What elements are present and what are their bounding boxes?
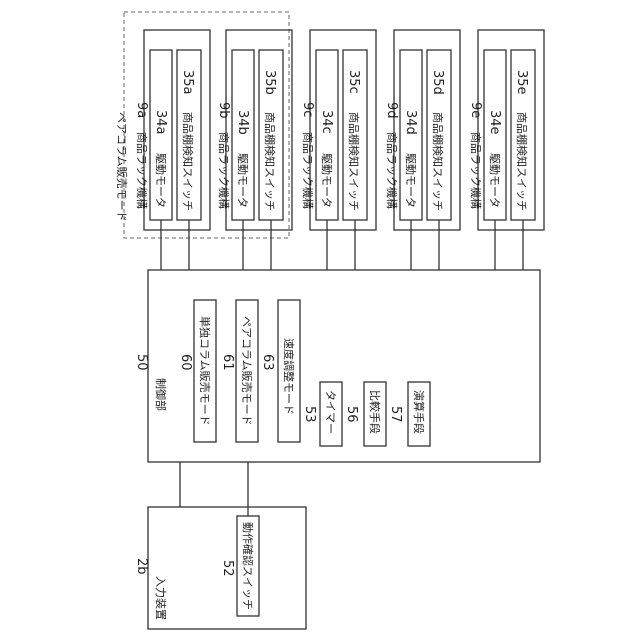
rack-9c: 商品ラック機構 9c 駆動モータ 34c 商品棚検知スイッチ 35c — [300, 30, 376, 230]
calc-means-num: 57 — [388, 406, 403, 423]
drive-motor-num: 34e — [487, 110, 502, 135]
input-device-label: 入力装置 — [154, 576, 167, 620]
timer-num: 53 — [302, 406, 317, 423]
shelf-detect-switch-num: 35b — [262, 70, 277, 95]
drive-motor-num: 34c — [319, 110, 334, 134]
shelf-detect-switch-num: 35e — [514, 70, 529, 95]
pair-column-mode-label: ペアコラム販売モード — [115, 112, 128, 222]
drive-motor-label: 駆動モータ — [154, 153, 168, 208]
compare-means-num: 56 — [344, 406, 359, 423]
single-column-mode-label: 単独コラム販売モード — [198, 316, 212, 426]
rack-mechanism-label: 商品ラック機構 — [217, 132, 231, 209]
input-device: 2b 入力装置 52 動作確認スイッチ — [134, 507, 306, 629]
shelf-detect-switch-num: 35c — [346, 70, 361, 94]
pair-column-mode-label: ペアコラム販売モード — [240, 316, 253, 426]
pair-column-mode-num: 61 — [220, 354, 235, 371]
shelf-detect-switch-label: 商品棚検知スイッチ — [515, 112, 529, 211]
rack-mechanism-num: 9c — [300, 102, 315, 117]
drive-motor-label: 駆動モータ — [404, 153, 418, 208]
rack-mechanism-num: 9b — [216, 102, 231, 119]
shelf-detect-switch-label: 商品棚検知スイッチ — [181, 112, 195, 211]
rack-mechanism-num: 9d — [384, 102, 399, 119]
shelf-detect-switch-label: 商品棚検知スイッチ — [431, 112, 445, 211]
shelf-detect-switch-num: 35d — [430, 70, 445, 95]
control-unit: 50 制御部 60 単独コラム販売モード 61 ペアコラム販売モード 63 速度… — [134, 270, 540, 462]
control-unit-label: 制御部 — [154, 378, 168, 411]
rack-mechanism-label: 商品ラック機構 — [135, 132, 149, 209]
rack-wires — [161, 220, 523, 270]
rack-mechanism-label: 商品ラック機構 — [385, 132, 399, 209]
shelf-detect-switch-label: 商品棚検知スイッチ — [347, 112, 361, 211]
drive-motor-label: 駆動モータ — [236, 153, 250, 208]
timer-label: タイマー — [324, 390, 337, 434]
rack-mechanism-label: 商品ラック機構 — [301, 132, 315, 209]
drive-motor-label: 駆動モータ — [488, 153, 502, 208]
calc-means-label: 演算手段 — [412, 390, 426, 434]
operation-check-switch-num: 52 — [220, 560, 235, 577]
drive-motor-num: 34d — [403, 110, 418, 135]
single-column-mode-num: 60 — [178, 354, 193, 371]
rack-9e: 商品ラック機構 9e 駆動モータ 34e 商品棚検知スイッチ 35e — [468, 30, 544, 230]
rack-9d: 商品ラック機構 9d 駆動モータ 34d 商品棚検知スイッチ 35d — [384, 30, 460, 230]
drive-motor-label: 駆動モータ — [320, 153, 334, 208]
speed-adjust-mode-num: 63 — [260, 354, 275, 371]
operation-check-switch-label: 動作確認スイッチ — [241, 522, 255, 610]
drive-motor-num: 34b — [235, 110, 250, 135]
rack-mechanism-num: 9e — [468, 102, 483, 118]
drive-motor-num: 34a — [153, 110, 168, 135]
shelf-detect-switch-label: 商品棚検知スイッチ — [263, 112, 277, 211]
compare-means-label: 比較手段 — [368, 390, 382, 434]
speed-adjust-mode-label: 速度調整モード — [282, 338, 296, 415]
shelf-detect-switch-num: 35a — [180, 70, 195, 95]
rack-mechanism-num: 9a — [134, 102, 149, 118]
rack-mechanism-label: 商品ラック機構 — [469, 132, 483, 209]
input-device-num: 2b — [134, 558, 149, 575]
control-unit-num: 50 — [134, 354, 149, 371]
rack-9a: 商品ラック機構 9a 駆動モータ 34a 商品棚検知スイッチ 35a — [134, 30, 210, 230]
rack-9b: 商品ラック機構 9b 駆動モータ 34b 商品棚検知スイッチ 35b — [216, 30, 292, 230]
